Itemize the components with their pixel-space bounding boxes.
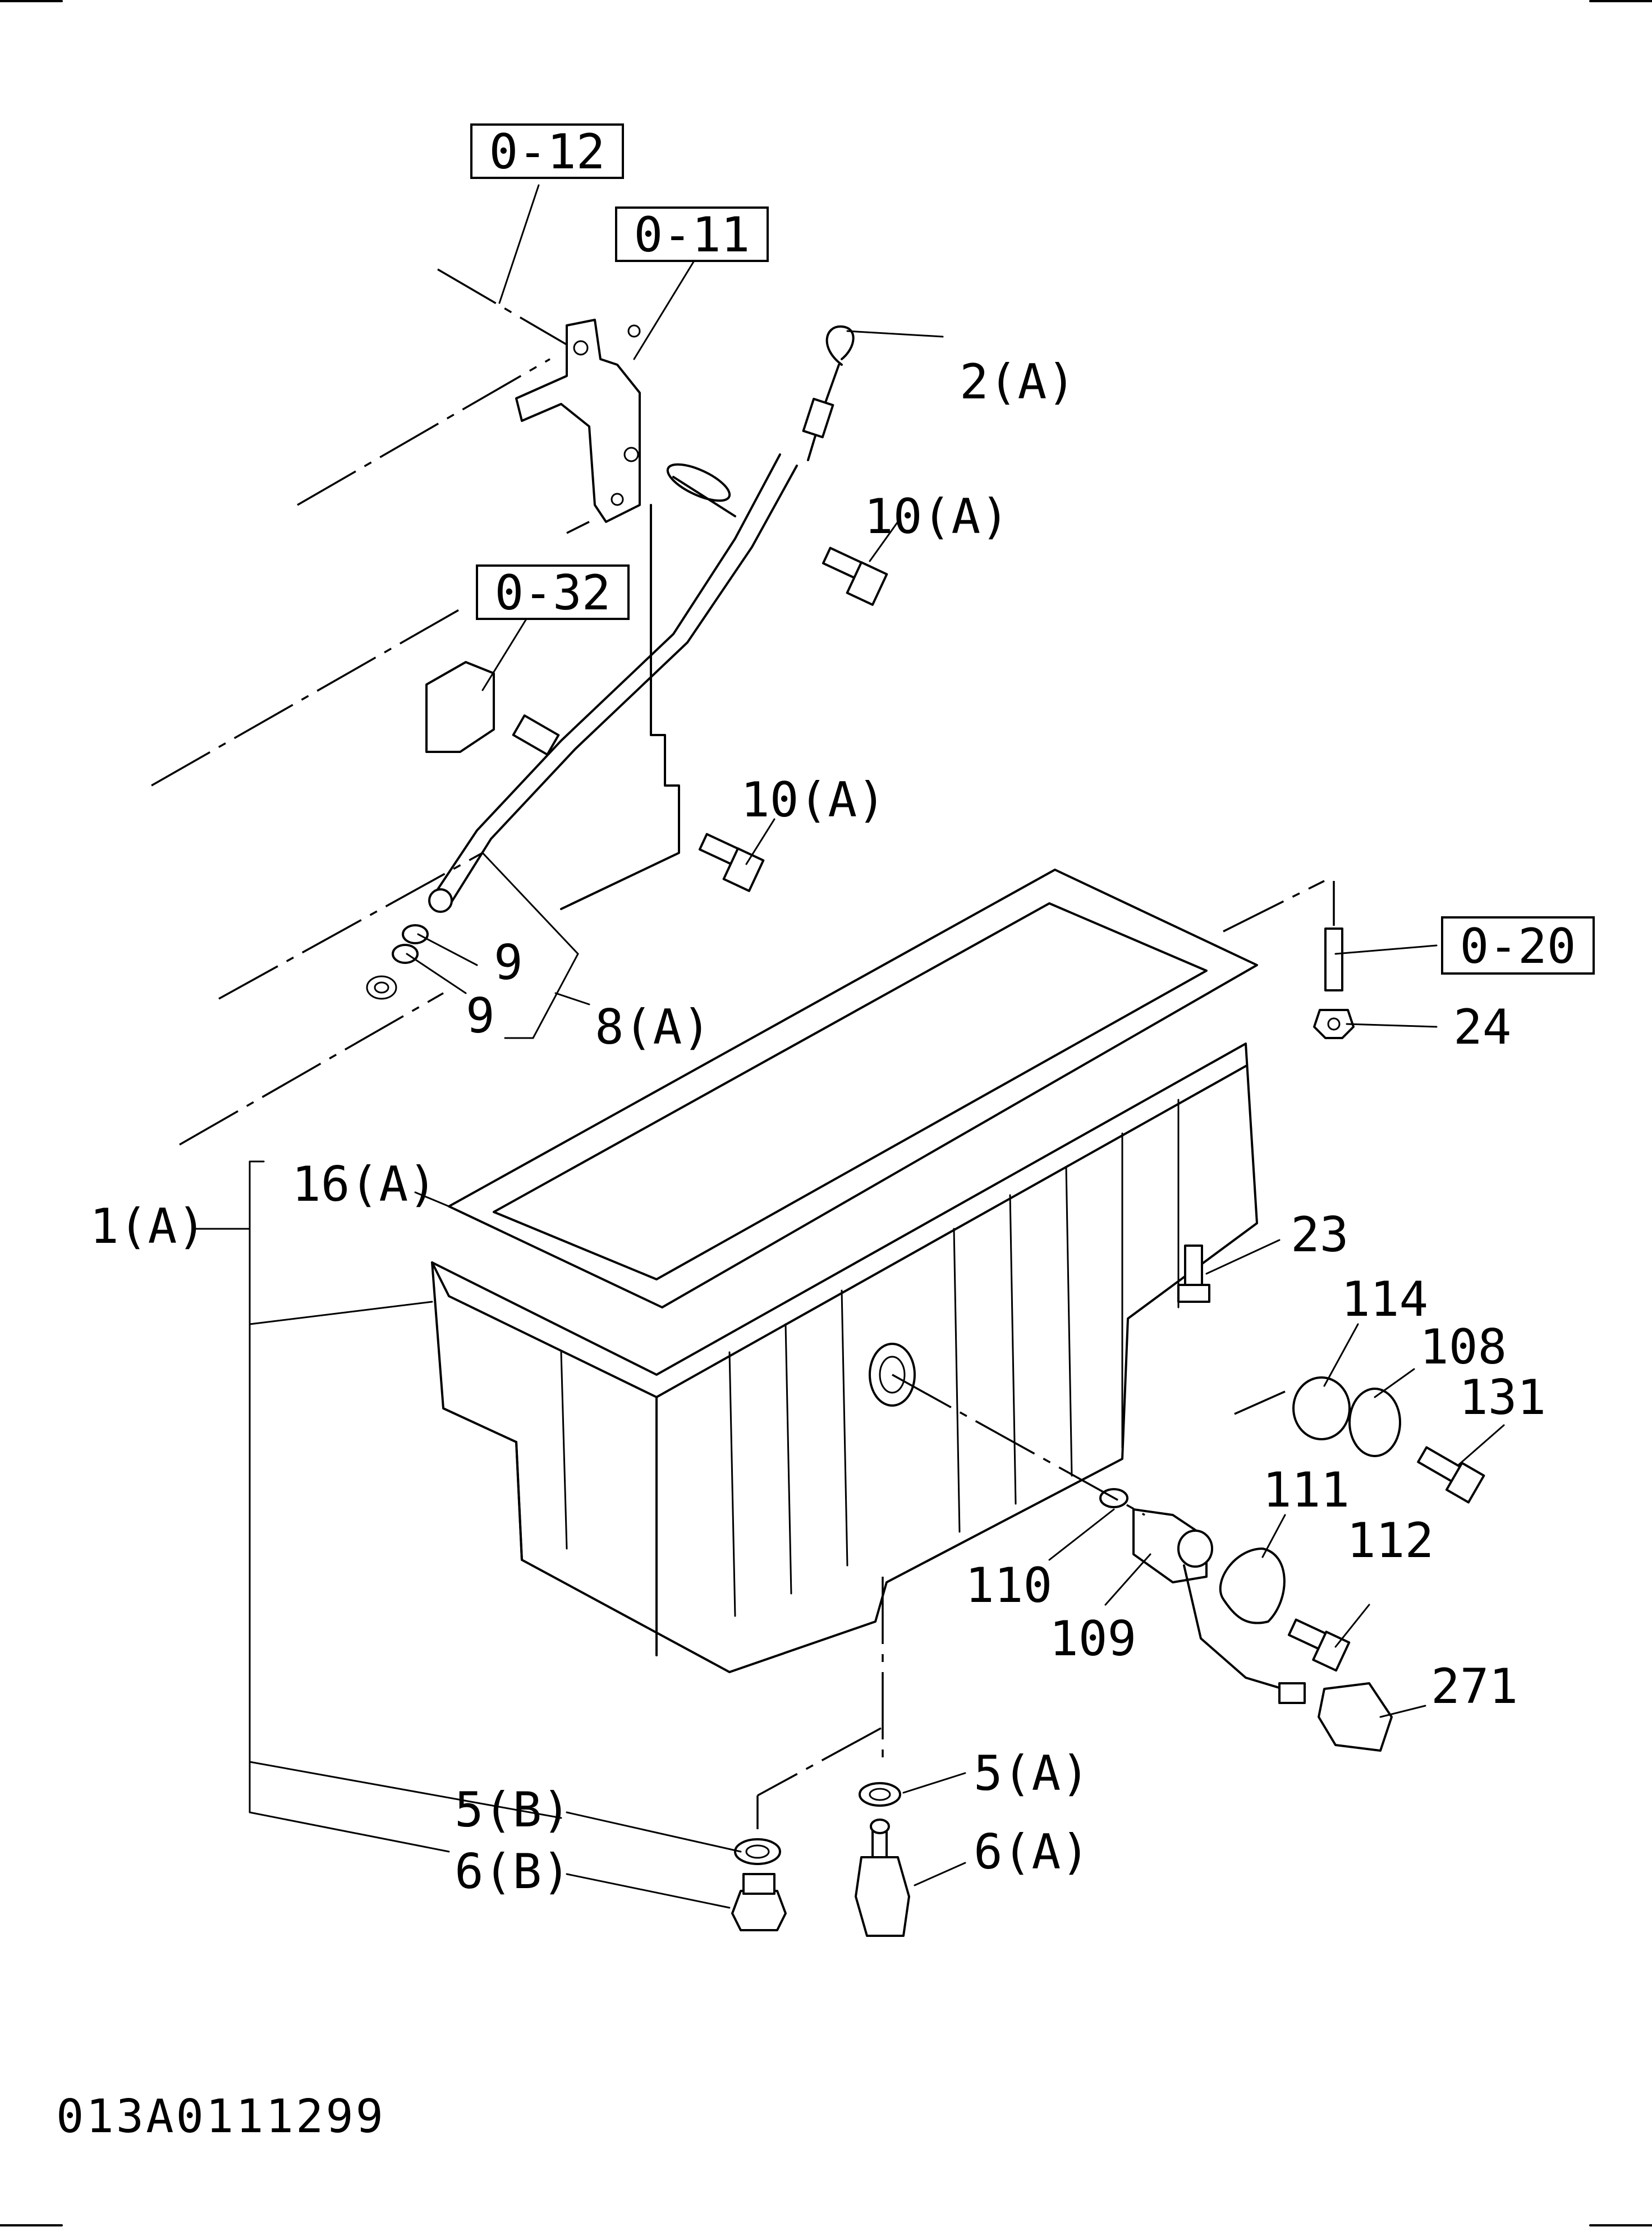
label-24: 24 bbox=[1453, 999, 1512, 1055]
reference-0-20-text: 0-20 bbox=[1460, 919, 1576, 975]
reference-0-32-text: 0-32 bbox=[494, 565, 611, 621]
label-10a-lower: 10(A) bbox=[741, 772, 886, 828]
dipstick-bracket bbox=[515, 319, 641, 523]
oil-pan-ribs bbox=[560, 1099, 1180, 1617]
label-131: 131 bbox=[1459, 1370, 1546, 1426]
label-9-upper: 9 bbox=[494, 935, 523, 991]
bolt-10a-lower bbox=[698, 833, 765, 892]
label-271: 271 bbox=[1431, 1659, 1518, 1715]
label-6a: 6(A) bbox=[974, 1824, 1090, 1880]
label-109: 109 bbox=[1049, 1611, 1136, 1667]
reference-0-12[interactable]: 0-12 bbox=[470, 123, 624, 180]
label-8a: 8(A) bbox=[595, 999, 711, 1055]
label-5b: 5(B) bbox=[455, 1782, 571, 1838]
o-rings-9 bbox=[366, 924, 429, 1000]
label-10a-upper: 10(A) bbox=[864, 489, 1009, 545]
label-16a: 16(A) bbox=[292, 1156, 437, 1213]
bolt-23 bbox=[1177, 1245, 1210, 1303]
label-6b: 6(B) bbox=[455, 1844, 571, 1900]
reference-0-12-text: 0-12 bbox=[489, 124, 605, 180]
label-1a: 1(A) bbox=[90, 1199, 206, 1255]
label-5a: 5(A) bbox=[974, 1746, 1090, 1802]
reference-0-11-text: 0-11 bbox=[634, 207, 750, 263]
label-112: 112 bbox=[1347, 1513, 1434, 1569]
leader-lines bbox=[192, 184, 1505, 1909]
drawing-code: 013A0111299 bbox=[56, 2090, 386, 2143]
drain-plugs bbox=[731, 1577, 910, 1937]
oil-pan-gasket bbox=[448, 869, 1258, 1308]
stud-and-nut bbox=[1313, 881, 1355, 1039]
oil-level-sensor-assembly bbox=[1099, 1376, 1485, 1752]
part-labels: 2(A) 10(A) 10(A) 9 9 8(A) 24 16(A) 1(A) … bbox=[90, 354, 1546, 1900]
label-108: 108 bbox=[1420, 1319, 1507, 1375]
reference-0-20[interactable]: 0-20 bbox=[1441, 916, 1595, 975]
reference-0-11[interactable]: 0-11 bbox=[615, 206, 769, 263]
label-111: 111 bbox=[1263, 1462, 1350, 1518]
oil-pan bbox=[431, 1043, 1258, 1673]
label-114: 114 bbox=[1341, 1271, 1428, 1328]
reference-0-32[interactable]: 0-32 bbox=[476, 564, 630, 621]
guide-tube-bracket bbox=[425, 661, 495, 753]
label-2a: 2(A) bbox=[960, 354, 1076, 410]
label-110: 110 bbox=[965, 1558, 1052, 1614]
dipstick-guide-tube bbox=[428, 453, 798, 913]
engine-block-outline bbox=[151, 268, 680, 1146]
label-9-lower: 9 bbox=[466, 988, 495, 1044]
dipstick bbox=[802, 325, 855, 461]
bolt-10a-upper bbox=[822, 547, 888, 606]
label-23: 23 bbox=[1291, 1207, 1349, 1263]
